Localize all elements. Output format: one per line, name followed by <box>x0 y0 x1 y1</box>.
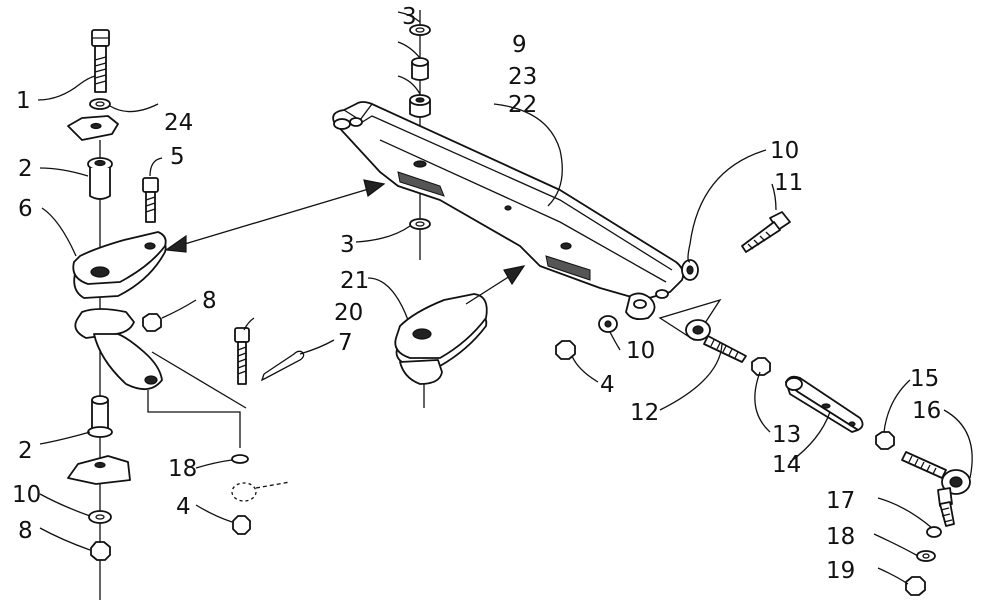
part-3-washer-top <box>409 24 431 36</box>
part-6-steering-arm <box>72 231 167 390</box>
callout-11: 11 <box>774 170 803 196</box>
connector-line-arm-to-18 <box>147 390 241 448</box>
part-10-washer-mid <box>598 315 618 333</box>
part-4-nut-mid <box>555 340 576 360</box>
ball-joint-shadow <box>231 481 291 502</box>
part-4-nut-left <box>232 515 251 535</box>
part-9-spacer <box>411 57 429 81</box>
part-8-nut-lower <box>90 541 111 561</box>
part-11-bolt <box>741 211 791 253</box>
part-23-bushing <box>409 94 431 118</box>
callout-24: 24 <box>164 110 193 136</box>
part-18-washer-left <box>231 454 249 464</box>
connector-line-arm-to-20 <box>151 351 247 409</box>
part-22-tie-bar <box>332 101 685 321</box>
callout-10-upper-right: 10 <box>770 138 799 164</box>
callout-20: 20 <box>334 300 363 326</box>
bottom-plate <box>67 455 131 485</box>
callout-3-bottom: 3 <box>340 232 355 258</box>
callout-15: 15 <box>910 366 939 392</box>
callout-10-mid: 10 <box>626 338 655 364</box>
part-15-jam-nut <box>875 431 895 450</box>
part-18-washer-right <box>916 550 936 562</box>
part-10-washer-left <box>88 510 112 524</box>
callout-17: 17 <box>826 488 855 514</box>
part-10-washer-upper-right <box>681 259 699 281</box>
part-2-bushing-top <box>87 157 113 200</box>
part-19-nut <box>905 576 926 596</box>
callout-18-right: 18 <box>826 524 855 550</box>
arrow-single <box>465 265 526 305</box>
callout-3-top: 3 <box>402 4 417 30</box>
arrow-double <box>164 179 386 253</box>
callout-8-lower: 8 <box>18 518 33 544</box>
callout-12: 12 <box>630 400 659 426</box>
part-21-arm-insert <box>394 293 488 408</box>
callout-22: 22 <box>508 92 537 118</box>
callout-7: 7 <box>338 330 353 356</box>
part-2-bushing-bottom <box>87 395 113 438</box>
part-20-bolt <box>234 327 250 385</box>
callout-21: 21 <box>340 268 369 294</box>
callout-4-left: 4 <box>176 494 191 520</box>
part-8-nut-upper <box>142 313 162 332</box>
connector-triangle <box>658 298 722 341</box>
part-1-bolt <box>91 29 110 93</box>
callout-10-left: 10 <box>12 482 41 508</box>
part-5-bolt <box>142 177 159 223</box>
callout-2-top: 2 <box>18 156 33 182</box>
callout-8-upper: 8 <box>202 288 217 314</box>
callout-13: 13 <box>772 422 801 448</box>
callout-19: 19 <box>826 558 855 584</box>
part-14-adjuster-sleeve <box>785 375 864 433</box>
callout-18-left: 18 <box>168 456 197 482</box>
leader-lines <box>37 11 973 585</box>
callout-23: 23 <box>508 64 537 90</box>
part-17-washer <box>926 526 942 538</box>
part-24-washer <box>89 98 111 110</box>
callout-9: 9 <box>512 32 527 58</box>
top-plate <box>67 115 119 141</box>
part-3-washer-bottom <box>409 218 431 230</box>
callout-6: 6 <box>18 196 33 222</box>
part-12-tie-rod-end <box>685 319 747 363</box>
callout-labels: 1 2 2 3 3 4 4 5 6 7 8 8 9 10 10 10 11 12… <box>12 4 941 584</box>
part-16-tie-rod-end <box>901 451 971 527</box>
callout-16: 16 <box>912 398 941 424</box>
callout-14: 14 <box>772 452 801 478</box>
callout-5: 5 <box>170 144 185 170</box>
callout-4-mid: 4 <box>600 372 615 398</box>
part-7-cotter-pin <box>260 350 305 382</box>
callout-2-bottom: 2 <box>18 438 33 464</box>
callout-1: 1 <box>16 88 31 114</box>
part-13-jam-nut <box>751 357 771 376</box>
